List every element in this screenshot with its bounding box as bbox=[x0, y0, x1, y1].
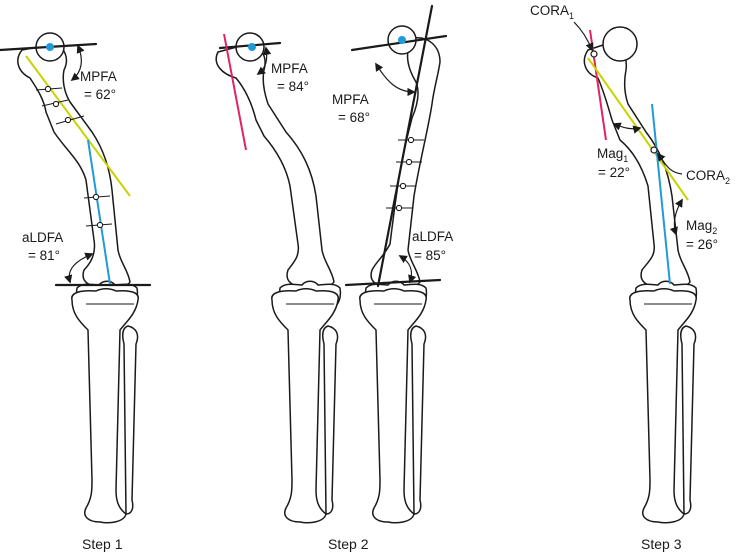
mpfa-value-2b: = 68° bbox=[338, 110, 370, 125]
cora-1-label: CORA1 bbox=[530, 3, 574, 21]
step-2-label: Step 2 bbox=[328, 536, 369, 552]
mag-1-label: Mag1 bbox=[597, 146, 628, 164]
mpfa-label-2a: MPFA bbox=[271, 61, 308, 76]
panel-step-2-left: MPFA = 84° bbox=[215, 32, 342, 524]
mpfa-value-1: = 62° bbox=[84, 87, 116, 102]
femoral-head-center bbox=[46, 43, 54, 51]
aldfa-label-2: aLDFA bbox=[412, 229, 453, 244]
mpfa-label-2b: MPFA bbox=[332, 92, 369, 107]
panel-step-1: MPFA = 62° aLDFA = 81° Step 1 bbox=[0, 32, 152, 552]
panel-step-3: CORA1 CORA2 Mag1 = 22° Mag2 = 26° Step 3 bbox=[530, 3, 730, 552]
proximal-joint-line-3 bbox=[350, 34, 448, 52]
cora-1-point bbox=[590, 50, 598, 58]
mag-1-value: = 22° bbox=[598, 165, 630, 180]
aldfa-value-1: = 81° bbox=[28, 248, 60, 263]
cora-2-point bbox=[650, 146, 658, 154]
aldfa-label-1: aLDFA bbox=[22, 230, 63, 245]
mpfa-label-1: MPFA bbox=[80, 69, 117, 84]
aldfa-value-2: = 85° bbox=[414, 248, 446, 263]
mag-2-value: = 26° bbox=[686, 237, 718, 252]
mechanical-axis-step-3 bbox=[651, 103, 671, 285]
shaft-points bbox=[35, 85, 113, 229]
shaft-points-2 bbox=[386, 136, 424, 212]
femoral-head-center-3 bbox=[398, 36, 406, 44]
step-3-label: Step 3 bbox=[641, 536, 682, 552]
femoral-head-center-2 bbox=[248, 43, 256, 51]
femur-step-2-left bbox=[215, 43, 335, 288]
knee-joint-line-2 bbox=[344, 278, 442, 287]
anatomic-axis-proximal bbox=[25, 55, 131, 197]
cora-2-label: CORA2 bbox=[686, 168, 730, 186]
mpfa-value-2a: = 84° bbox=[277, 79, 309, 94]
mag-2-label: Mag2 bbox=[686, 218, 717, 236]
mechanical-axis bbox=[87, 139, 111, 285]
step-1-label: Step 1 bbox=[82, 536, 123, 552]
mechanical-axis-step-2 bbox=[376, 4, 434, 288]
panel-step-2-right: MPFA = 68° aLDFA = 85° Step 2 bbox=[328, 4, 453, 552]
anatomic-axis-step-2 bbox=[223, 33, 247, 151]
